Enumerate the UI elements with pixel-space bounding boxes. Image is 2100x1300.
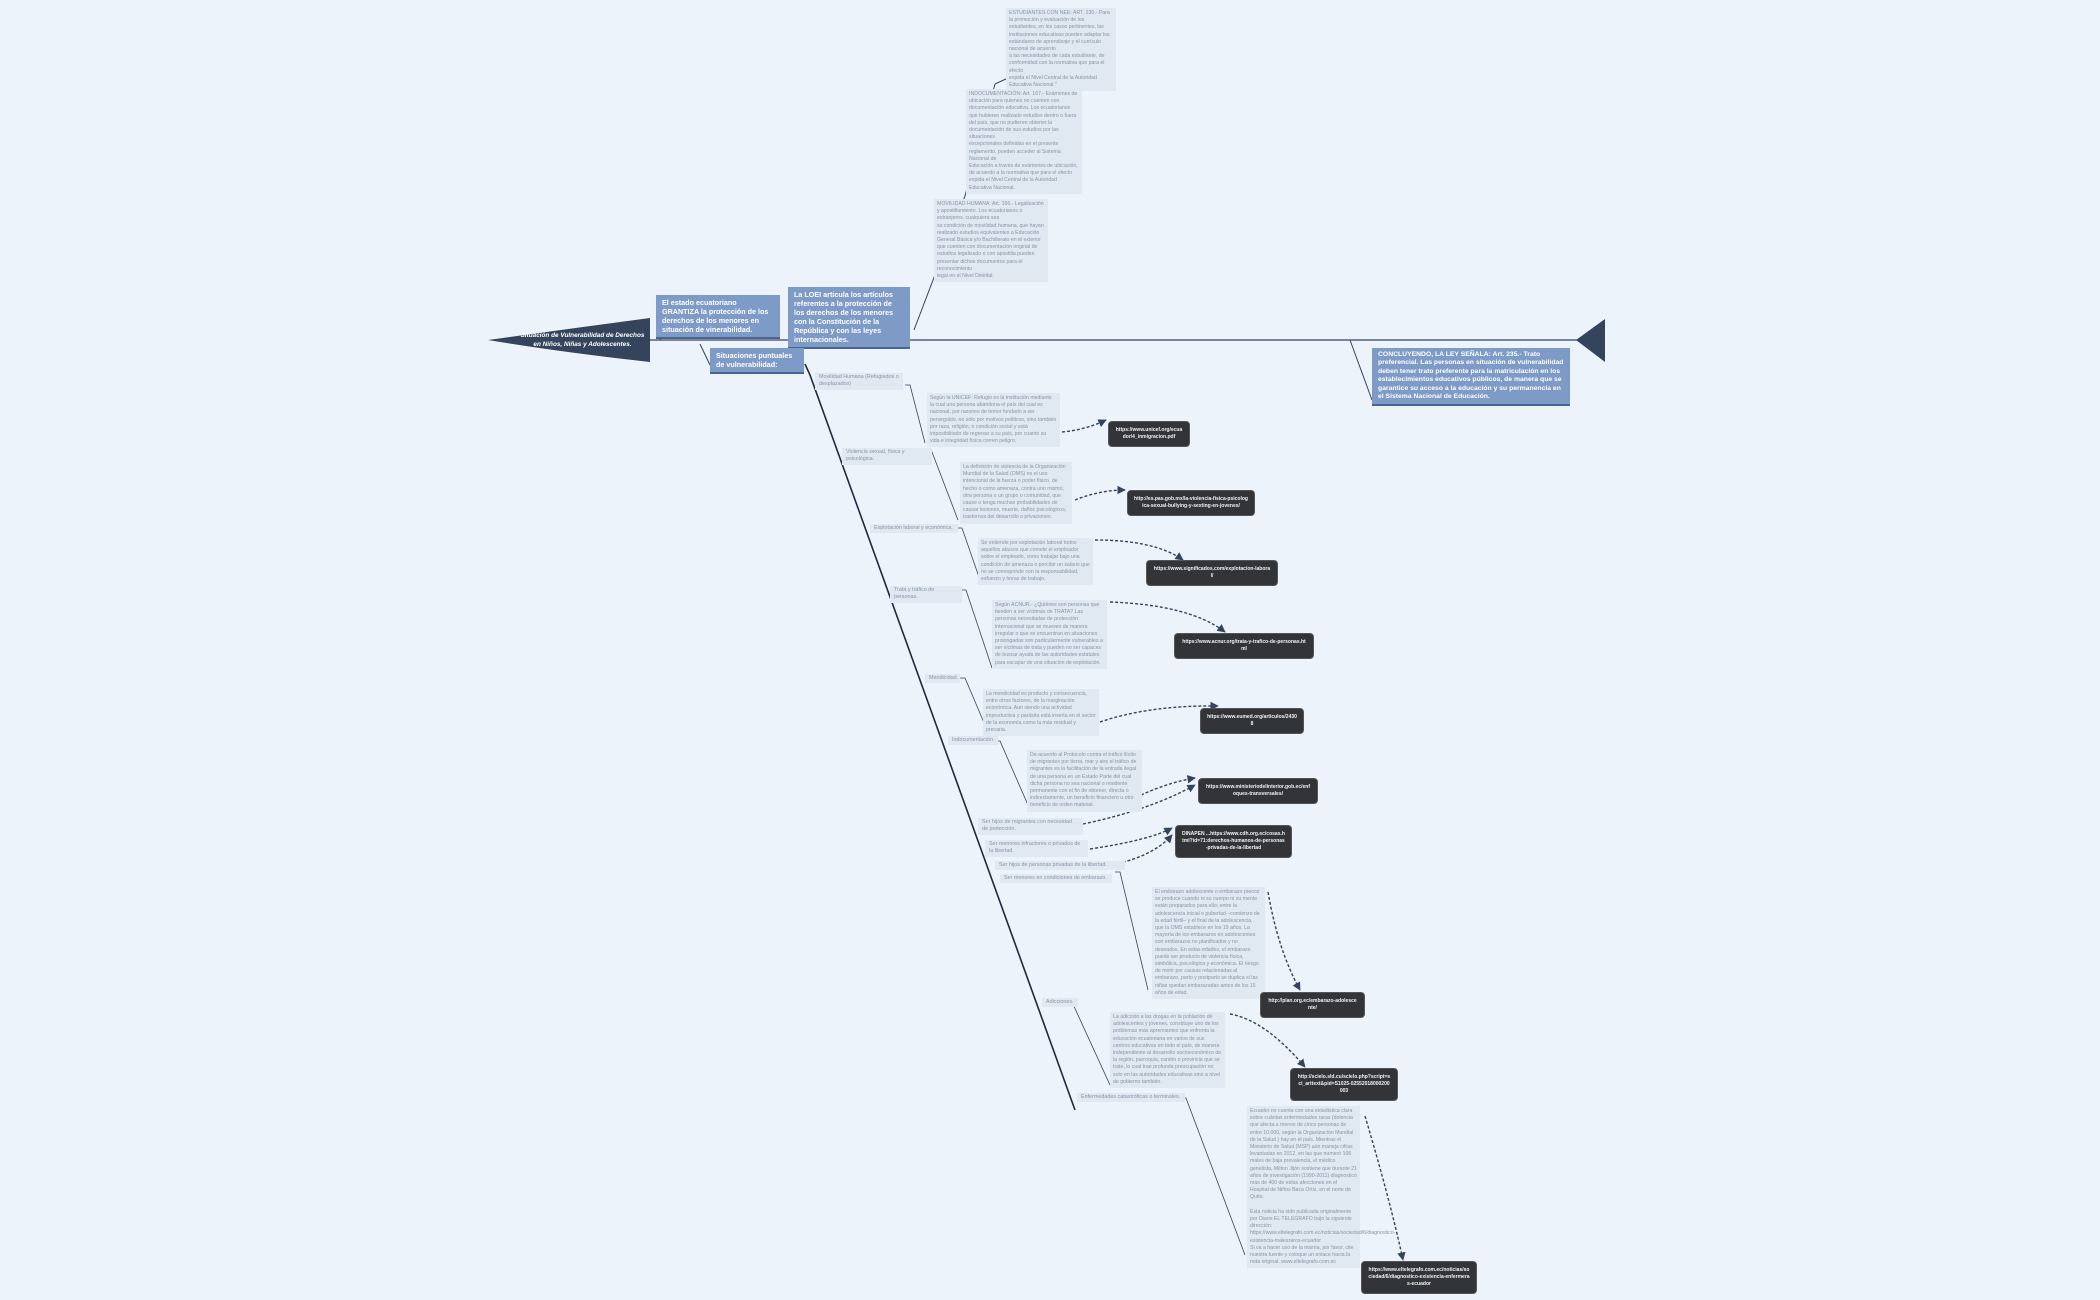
reference-link[interactable]: https://www.significados.com/explotacion…	[1146, 560, 1278, 586]
diagram-title: Situación de Vulnerabilidad de Derechos …	[520, 332, 645, 348]
situation-label[interactable]: Indocumentación.	[948, 736, 998, 746]
situation-label[interactable]: Trata y tráfico de personas.	[890, 586, 962, 603]
reference-link[interactable]: http://es.pas.gob.mx/la-violencia-fisica…	[1127, 490, 1255, 516]
reference-link[interactable]: https://www.acnur.org/trata-y-trafico-de…	[1174, 633, 1314, 659]
situation-note: Se entiende por explotación laboral todo…	[978, 538, 1093, 586]
topic-concluyendo[interactable]: CONCLUYENDO, LA LEY SEÑALA: Art. 235.- T…	[1372, 348, 1570, 407]
situation-label[interactable]: Mendicidad.	[925, 674, 960, 684]
fishbone-head-shape	[1576, 319, 1605, 362]
reference-link[interactable]: http://plan.org.ec/embarazo-adolescente/	[1260, 992, 1365, 1018]
topic-garantiza[interactable]: El estado ecuatoriano GRANTIZA la protec…	[656, 295, 780, 339]
situation-note: De acuerdo al Protocolo contra el tráfic…	[1027, 750, 1142, 812]
situation-note: Ecuador no cuenta con una estadística cl…	[1247, 1106, 1395, 1269]
reference-link[interactable]: DINAPEN ...https://www.cdh.org.ec/cosas.…	[1175, 825, 1292, 858]
situation-note: El embarazo adolescente o embarazo preco…	[1152, 887, 1265, 1000]
situation-label[interactable]: Ser hijos de personas privadas de la lib…	[995, 861, 1125, 871]
situation-note: La adicción a las drogas en la población…	[1110, 1012, 1225, 1089]
situation-label[interactable]: Ser hijos de migrantes con necesidad de …	[978, 818, 1083, 835]
note-nee: ESTUDIANTES CON NEE: ART. 230.- Para la …	[1006, 8, 1116, 92]
situation-label[interactable]: Ser menores en condiciones de embarazo.	[1000, 874, 1112, 884]
reference-link[interactable]: https://www.eltelegrafo.com.ec/noticias/…	[1361, 1261, 1477, 1294]
note-movilidad-loei: MOVILIDAD HUMANA: Art. 166.- Legalizació…	[934, 199, 1048, 283]
situation-label[interactable]: Violencia sexual, física y psicológica.	[842, 448, 932, 465]
situation-label[interactable]: Movilidad Humana (Refugiados o desplazad…	[815, 373, 903, 390]
situation-note: Según ACNUR.- ¿Quiénes son personas que …	[992, 600, 1107, 669]
situation-note: La definición de violencia de la Organiz…	[960, 462, 1072, 524]
situation-label[interactable]: Explotación laboral y económica.	[870, 524, 958, 534]
topic-loei[interactable]: La LOEI articula los artículos referente…	[788, 287, 910, 349]
topic-situaciones[interactable]: Situaciones puntuales de vulnerabilidad:	[710, 348, 804, 374]
reference-link[interactable]: https://www.unicef.org/ecuador/4_inmigra…	[1108, 421, 1190, 447]
situation-label[interactable]: Ser menores infractores o privados de la…	[985, 840, 1088, 857]
note-indocumentacion-loei: INDOCUMENTACIÓN: Art. 167.- Exámenes de …	[966, 89, 1082, 194]
situation-label[interactable]: Enfermedades catastróficas o terminales.	[1077, 1093, 1185, 1103]
reference-link[interactable]: https://www.eumed.org/articulos/24308	[1200, 708, 1304, 734]
situation-label[interactable]: Adicciones.	[1042, 998, 1078, 1008]
situation-note: La mendicidad es producto y consecuencia…	[983, 689, 1099, 737]
reference-link[interactable]: http://scielo.sld.cu/scielo.php?script=s…	[1290, 1068, 1398, 1101]
situation-note: Según la UNICEF: Refugio es la instituci…	[927, 393, 1060, 448]
reference-link[interactable]: https://www.ministeriodelinterior.gob.ec…	[1198, 778, 1318, 804]
